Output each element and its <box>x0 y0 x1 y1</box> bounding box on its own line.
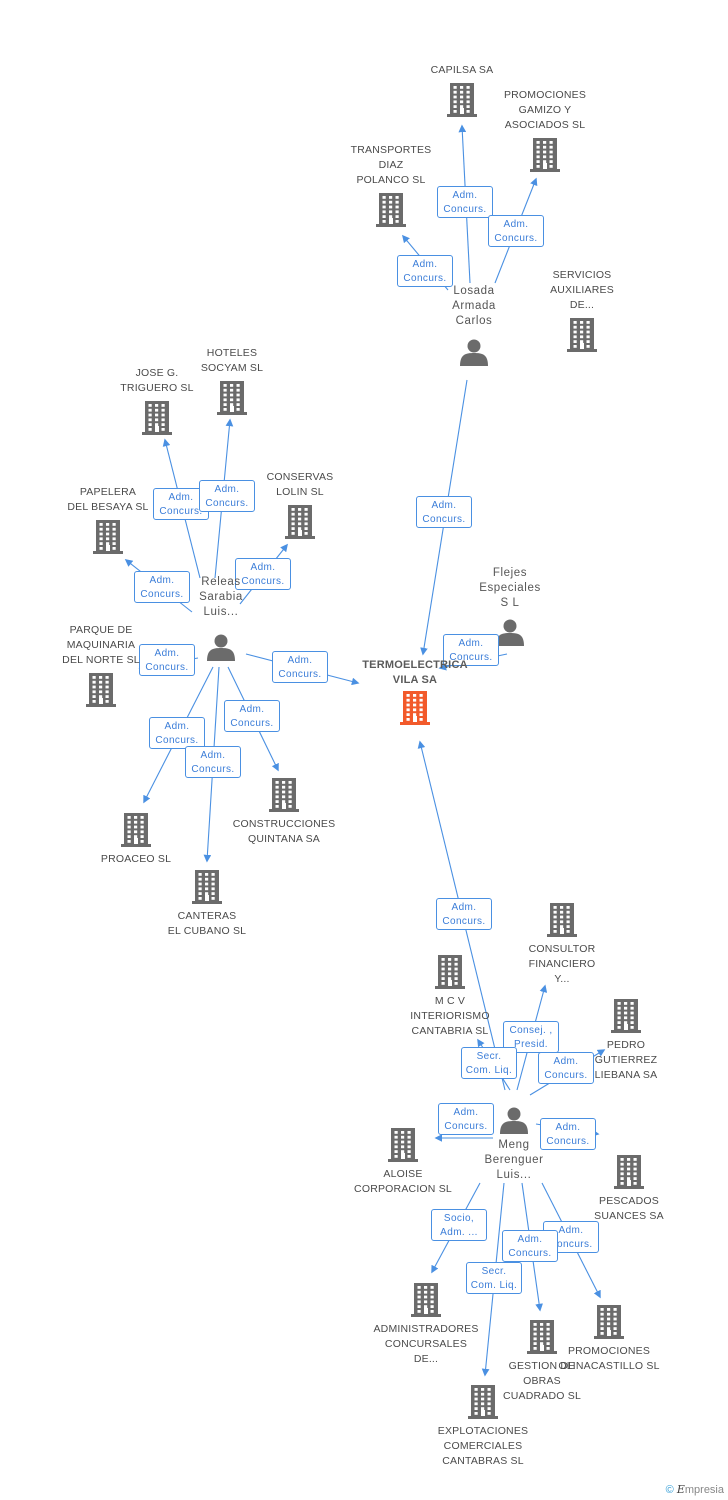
company-name[interactable]: CONSTRUCCIONES QUINTANA SA <box>232 818 336 845</box>
edge-role-label[interactable]: Adm. Concurs. <box>488 215 544 247</box>
company-name[interactable]: PARQUE DE MAQUINARIA DEL NORTE SL <box>62 624 140 666</box>
company-name[interactable]: M C V INTERIORISMO CANTABRIA SL <box>410 995 490 1037</box>
person-icon[interactable] <box>460 339 488 367</box>
building-icon[interactable] <box>468 1385 498 1419</box>
person-icon[interactable] <box>207 634 235 662</box>
edge-role-label[interactable]: Adm. Concurs. <box>416 496 472 528</box>
building-icon[interactable] <box>285 505 315 539</box>
company-name[interactable]: CAPILSA SA <box>430 64 494 76</box>
edge-role-label[interactable]: Adm. Concurs. <box>185 746 241 778</box>
company-name[interactable]: ALOISE CORPORACION SL <box>354 1168 452 1195</box>
building-icon[interactable] <box>614 1155 644 1189</box>
company-name[interactable]: TERMOELECTRICA VILA SA <box>362 659 468 686</box>
person-icon[interactable] <box>496 619 524 647</box>
edge-role-label[interactable]: Adm. Concurs. <box>538 1052 594 1084</box>
company-name[interactable]: ADMINISTRADORES CONCURSALES DE... <box>373 1323 479 1365</box>
edge-role-label[interactable]: Secr. Com. Liq. <box>461 1047 517 1079</box>
person-name[interactable]: Losada Armada Carlos <box>452 285 496 327</box>
company-name[interactable]: CANTERAS EL CUBANO SL <box>167 910 247 937</box>
building-icon[interactable] <box>530 138 560 172</box>
edge-role-label[interactable]: Adm. Concurs. <box>149 717 205 749</box>
company-name[interactable]: EXPLOTACIONES COMERCIALES CANTABRAS SL <box>437 1425 529 1467</box>
brand-name: mpresia <box>684 1484 724 1496</box>
edge-role-label[interactable]: Secr. Com. Liq. <box>466 1262 522 1294</box>
building-icon[interactable] <box>388 1128 418 1162</box>
edge-role-label[interactable]: Adm. Concurs. <box>443 634 499 666</box>
building-icon[interactable] <box>400 691 430 725</box>
building-icon[interactable] <box>86 673 116 707</box>
building-icon[interactable] <box>192 870 222 904</box>
company-name[interactable]: HOTELES SOCYAM SL <box>200 347 264 374</box>
building-icon[interactable] <box>447 83 477 117</box>
brand-initial: E <box>676 1483 685 1496</box>
building-icon[interactable] <box>376 193 406 227</box>
company-name[interactable]: GESTION DE OBRAS CUADRADO SL <box>502 1360 582 1402</box>
building-icon[interactable] <box>217 381 247 415</box>
building-icon[interactable] <box>93 520 123 554</box>
company-name[interactable]: JOSE G. TRIGUERO SL <box>120 367 194 394</box>
edge-role-label[interactable]: Adm. Concurs. <box>224 700 280 732</box>
edge-role-label[interactable]: Adm. Concurs. <box>436 898 492 930</box>
edge-role-label[interactable]: Adm. Concurs. <box>502 1230 558 1262</box>
edge-role-label[interactable]: Adm. Concurs. <box>540 1118 596 1150</box>
brand-logo: © Empresia <box>666 1483 724 1496</box>
building-icon[interactable] <box>142 401 172 435</box>
edge-role-label[interactable]: Adm. Concurs. <box>134 571 190 603</box>
building-icon[interactable] <box>269 778 299 812</box>
edge-role-label[interactable]: Adm. Concurs. <box>199 480 255 512</box>
company-name[interactable]: PEDRO GUTIERREZ LIEBANA SA <box>594 1039 658 1081</box>
copyright-icon: © <box>665 1484 674 1496</box>
company-name[interactable]: PESCADOS SUANCES SA <box>594 1195 664 1222</box>
company-name[interactable]: CONSERVAS LOLIN SL <box>266 471 334 498</box>
company-name[interactable]: PROMOCIONES GAMIZO Y ASOCIADOS SL <box>503 89 587 131</box>
edge-role-label[interactable]: Adm. Concurs. <box>139 644 195 676</box>
building-icon[interactable] <box>594 1305 624 1339</box>
edge-role-label[interactable]: Adm. Concurs. <box>438 1103 494 1135</box>
company-name[interactable]: SERVICIOS AUXILIARES DE... <box>550 269 614 311</box>
edge-role-label[interactable]: Socio, Adm. ... <box>431 1209 487 1241</box>
building-icon[interactable] <box>547 903 577 937</box>
company-name[interactable]: TRANSPORTES DIAZ POLANCO SL <box>350 144 432 186</box>
building-icon[interactable] <box>435 955 465 989</box>
person-name[interactable]: Flejes Especiales S L <box>479 567 541 609</box>
building-icon[interactable] <box>121 813 151 847</box>
building-icon[interactable] <box>411 1283 441 1317</box>
company-name[interactable]: PROACEO SL <box>100 853 172 865</box>
person-name[interactable]: Meng Berenguer Luis... <box>484 1139 544 1181</box>
building-icon[interactable] <box>567 318 597 352</box>
building-icon[interactable] <box>611 999 641 1033</box>
building-icon[interactable] <box>527 1320 557 1354</box>
person-icon[interactable] <box>500 1107 528 1135</box>
company-name[interactable]: PROMOCIONES OLINACASTILLO SL <box>558 1345 660 1372</box>
edge-role-label[interactable]: Adm. Concurs. <box>272 651 328 683</box>
edge-role-label[interactable]: Adm. Concurs. <box>397 255 453 287</box>
edge-role-label[interactable]: Adm. Concurs. <box>437 186 493 218</box>
company-name[interactable]: PAPELERA DEL BESAYA SL <box>67 486 149 513</box>
nodes-layer <box>86 83 644 1419</box>
person-name[interactable]: Releas Sarabia Luis... <box>199 576 243 618</box>
company-name[interactable]: CONSULTOR FINANCIERO Y... <box>528 943 596 985</box>
edge-role-label[interactable]: Adm. Concurs. <box>235 558 291 590</box>
